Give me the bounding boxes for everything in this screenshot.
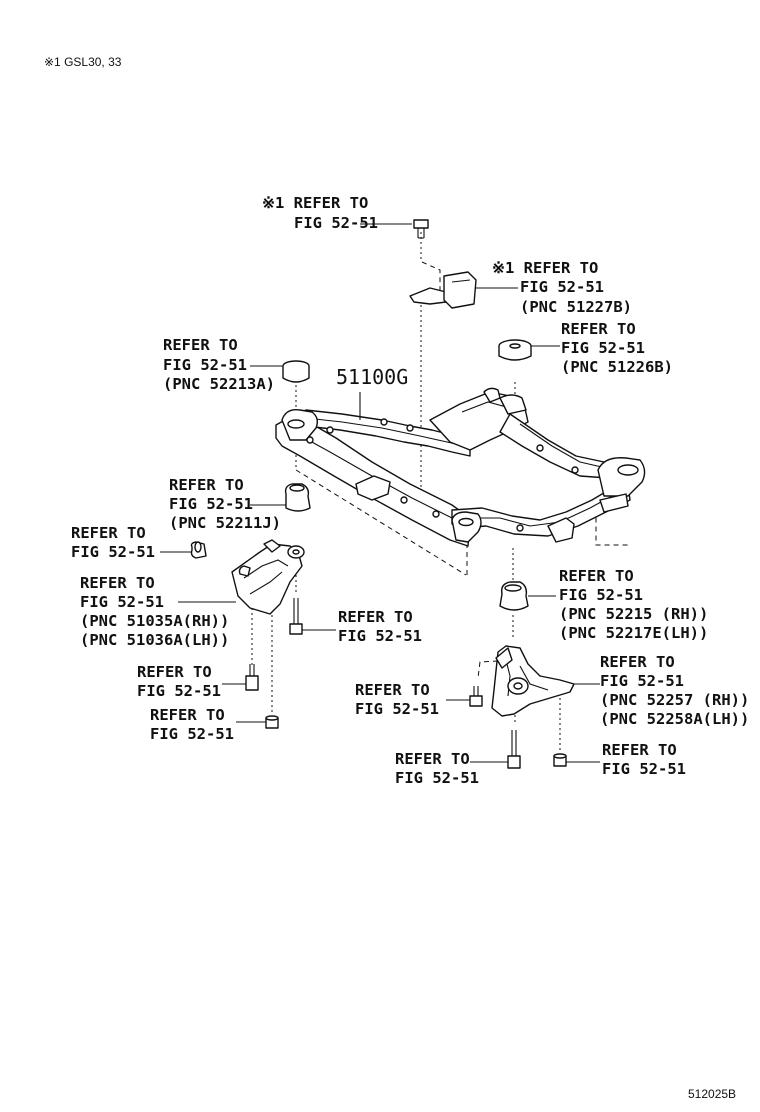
callout-10-line-2: (PNC 52215 (RH)): [559, 605, 708, 623]
member-bracket-right: [491, 645, 575, 717]
cushion-52213a: [282, 360, 310, 383]
callout-6-line-3: (PNC 51036A(LH)): [80, 631, 229, 649]
callout-13-line-1: FIG 52-51: [395, 769, 479, 787]
callout-2: REFER TO FIG 52-51 (PNC 52213A): [163, 336, 275, 393]
callout-1: ※1 REFER TO FIG 52-51 (PNC 51227B): [492, 259, 632, 316]
callout-3: REFER TO FIG 52-51 (PNC 51226B): [561, 320, 673, 376]
callout-7-line-0: REFER TO: [338, 608, 413, 626]
part-number-51100g: 51100G: [336, 365, 408, 389]
bracket-51227b: [409, 261, 477, 309]
cushion-51226b: [498, 339, 532, 361]
callout-8-line-1: FIG 52-51: [137, 682, 221, 700]
callout-11-line-0: REFER TO: [600, 653, 675, 671]
callout-0-line-1: FIG 52-51: [294, 214, 378, 232]
callout-6-line-2: (PNC 51035A(RH)): [80, 612, 229, 630]
callout-4-line-1: FIG 52-51: [169, 495, 253, 513]
callout-2-line-0: REFER TO: [163, 336, 238, 354]
callout-0: ※1 REFER TO FIG 52-51: [262, 194, 378, 232]
callout-10-line-3: (PNC 52217E(LH)): [559, 624, 708, 642]
callout-12-line-0: REFER TO: [355, 681, 430, 699]
callout-12-line-1: FIG 52-51: [355, 700, 439, 718]
callout-12: REFER TO FIG 52-51: [355, 681, 439, 718]
callout-5: REFER TO FIG 52-51: [71, 524, 155, 561]
callout-1-line-1: FIG 52-51: [520, 278, 604, 296]
callout-10: REFER TO FIG 52-51 (PNC 52215 (RH)) (PNC…: [559, 567, 708, 642]
callout-6: REFER TO FIG 52-51 (PNC 51035A(RH)) (PNC…: [80, 574, 229, 649]
callout-14-line-1: FIG 52-51: [602, 760, 686, 778]
bolt-long-left: [289, 598, 303, 635]
callout-14-line-0: REFER TO: [602, 741, 677, 759]
callout-13-line-0: REFER TO: [395, 750, 470, 768]
callout-10-line-0: REFER TO: [559, 567, 634, 585]
callout-6-line-1: FIG 52-51: [80, 593, 164, 611]
callout-11-line-1: FIG 52-51: [600, 672, 684, 690]
member-bracket-left: [231, 539, 305, 615]
cushion-52211j: [284, 483, 311, 512]
callout-9-line-1: FIG 52-51: [150, 725, 234, 743]
callout-2-line-2: (PNC 52213A): [163, 375, 275, 393]
callout-10-line-1: FIG 52-51: [559, 586, 643, 604]
callout-9: REFER TO FIG 52-51: [150, 706, 234, 743]
leader-lines: [160, 223, 600, 763]
callout-11: REFER TO FIG 52-51 (PNC 52257 (RH)) (PNC…: [600, 653, 749, 728]
cushion-52215: [499, 581, 529, 611]
callout-7: REFER TO FIG 52-51: [338, 608, 422, 645]
callout-4-line-2: (PNC 52211J): [169, 514, 281, 532]
nut-right: [553, 753, 567, 767]
illustration-code: 512025B: [688, 1087, 736, 1101]
callout-4: REFER TO FIG 52-51 (PNC 52211J): [169, 476, 281, 532]
callout-0-line-0: ※1 REFER TO: [262, 194, 368, 212]
bolt-top: [413, 219, 429, 239]
callout-3-line-0: REFER TO: [561, 320, 636, 338]
callout-14: REFER TO FIG 52-51: [602, 741, 686, 778]
bolt-long-right: [507, 730, 521, 769]
model-applicability-note: ※1 GSL30, 33: [44, 55, 122, 69]
callout-6-line-0: REFER TO: [80, 574, 155, 592]
callout-11-line-2: (PNC 52257 (RH)): [600, 691, 749, 709]
callout-2-line-1: FIG 52-51: [163, 356, 247, 374]
callout-11-line-3: (PNC 52258A(LH)): [600, 710, 749, 728]
callout-13: REFER TO FIG 52-51: [395, 750, 479, 787]
callout-7-line-1: FIG 52-51: [338, 627, 422, 645]
bolt-small-left: [245, 664, 259, 691]
bushing-left: [190, 541, 207, 559]
callout-9-line-0: REFER TO: [150, 706, 225, 724]
bolt-small-right: [469, 686, 483, 707]
callout-1-line-0: ※1 REFER TO: [492, 259, 598, 277]
callout-4-line-0: REFER TO: [169, 476, 244, 494]
nut-left: [265, 715, 279, 729]
suspension-crossmember-51100g: [275, 387, 646, 547]
callout-5-line-0: REFER TO: [71, 524, 146, 542]
callout-8: REFER TO FIG 52-51: [137, 663, 221, 700]
callout-5-line-1: FIG 52-51: [71, 543, 155, 561]
callout-3-line-1: FIG 52-51: [561, 339, 645, 357]
callout-3-line-2: (PNC 51226B): [561, 358, 673, 376]
callout-1-line-2: (PNC 51227B): [520, 298, 632, 316]
callout-8-line-0: REFER TO: [137, 663, 212, 681]
